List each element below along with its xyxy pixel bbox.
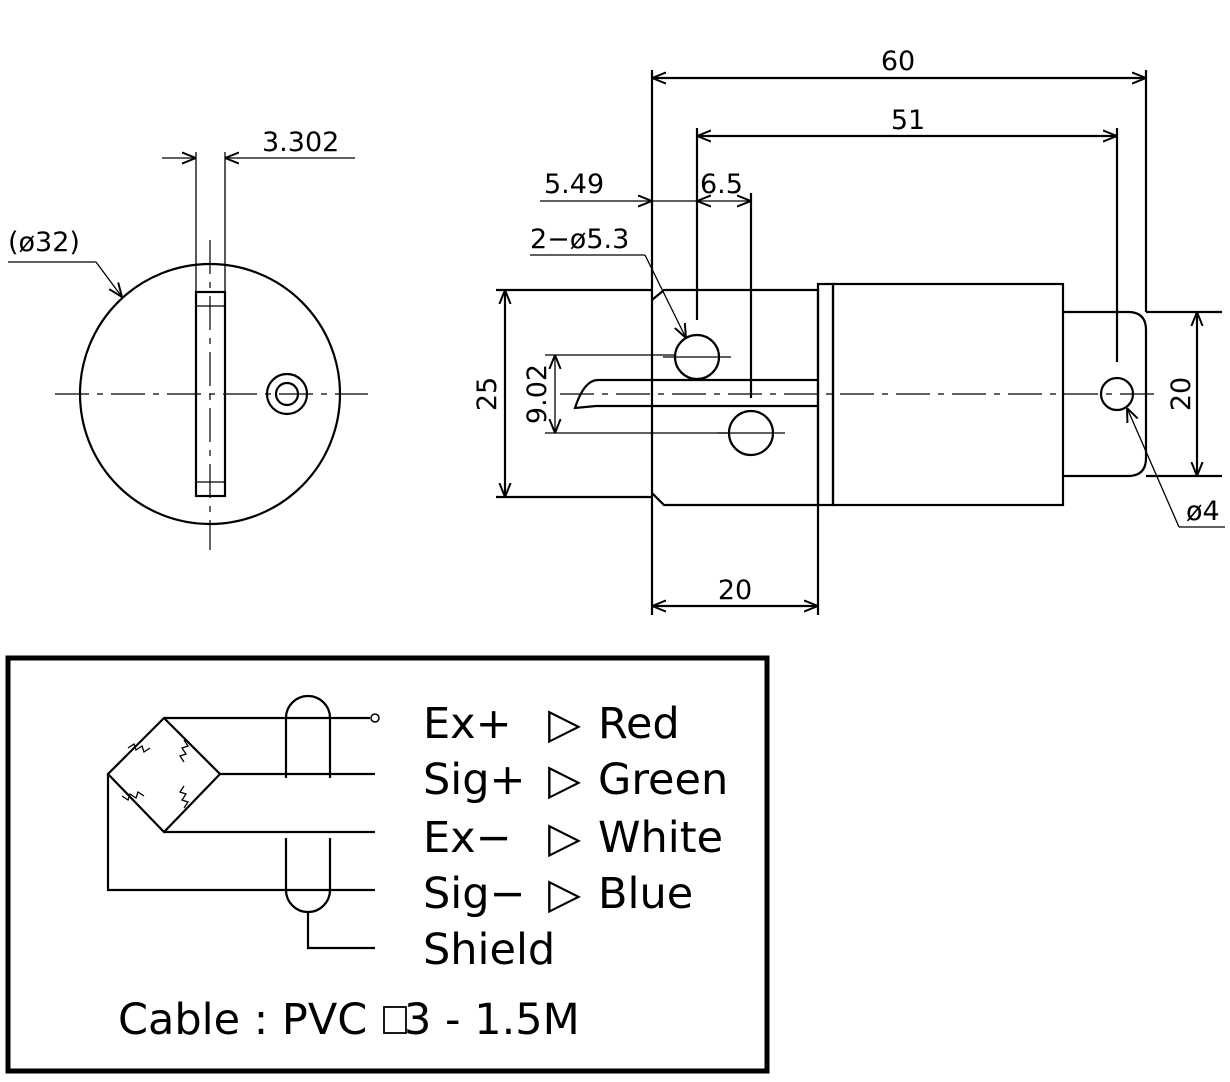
offset-label: 9.02 [522,364,553,424]
arrow-icon: ▷ [548,755,581,805]
slot-width-label: 3.302 [262,127,339,158]
hole-gap-label: 6.5 [700,169,743,200]
cable-outlet-inner [274,381,300,407]
shield-loop-lower [284,838,332,914]
resistor-2 [178,739,190,763]
small-dia-label: 20 [1166,377,1197,411]
shield-loop-upper [284,694,332,778]
mount-holes-label: 2−ø5.3 [530,224,629,255]
arrow-icon: ▷ [548,869,581,919]
main-cylinder [831,282,1065,507]
color-blue: Blue [598,869,693,919]
signal-sig-minus: Sig− [423,869,526,919]
shield-label: Shield [423,925,555,975]
cable-prefix: Cable : PVC [118,995,367,1045]
bridge-diamond [106,716,222,834]
block-length-label: 20 [718,575,752,606]
height-label: 25 [472,377,503,411]
end-hole [1099,376,1135,412]
front-view: 3.302 (ø32) [8,127,368,550]
arrow-icon: ▷ [548,699,581,749]
color-green: Green [598,755,728,805]
total-length-label: 60 [881,46,915,77]
resistor-3 [121,790,145,802]
signal-sig-plus: Sig+ [423,755,526,805]
square-icon [383,1006,407,1034]
left-offset-label: 5.49 [544,169,604,200]
side-view: 60 51 5.49 6.5 2−ø5.3 25 9.02 20 ø4 20 [472,46,1225,615]
resistor-1 [127,742,151,754]
end-hole-label: ø4 [1186,496,1220,527]
arrow-icon: ▷ [548,813,581,863]
cable-suffix: 3 - 1.5M [404,995,580,1045]
color-white: White [598,813,723,863]
cut-pin [573,378,818,410]
color-red: Red [598,699,680,749]
wiring-box: Ex+ ▷ Red Sig+ ▷ Green Ex− ▷ White Sig− … [5,655,770,1074]
hole-span-label: 51 [891,105,925,136]
signal-ex-minus: Ex− [423,813,512,863]
wiring-frame [5,655,770,1074]
diameter-label: (ø32) [8,227,80,258]
resistor-4 [178,785,190,809]
wire-shield [306,912,375,950]
signal-ex-plus: Ex+ [423,699,512,749]
left-block [650,288,820,507]
slot [194,290,227,498]
cable-outlet-outer [265,372,309,416]
